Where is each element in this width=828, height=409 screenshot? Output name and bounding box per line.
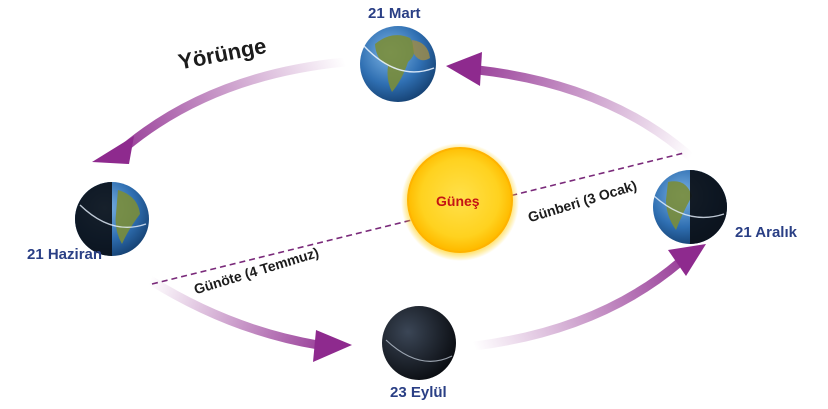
orbit-arrows — [92, 52, 706, 362]
earth-globe-icon — [75, 182, 149, 256]
orbit-arrowhead-march — [446, 52, 482, 86]
sun-label: Güneş — [436, 193, 480, 209]
earth-globe-icon — [382, 306, 456, 380]
date-label-march: 21 Mart — [368, 5, 421, 22]
date-label-september: 23 Eylül — [390, 384, 447, 401]
earth-globe-icon — [360, 26, 436, 102]
sun-icon — [401, 143, 519, 261]
earth-globe-icon — [653, 170, 727, 244]
date-label-june: 21 Haziran — [27, 246, 103, 263]
orbit-arrowhead-september — [313, 330, 352, 362]
orbit-arrowhead-december — [668, 244, 706, 276]
orbit-arc-december-to-march — [473, 65, 697, 163]
orbit-arrowhead-june — [92, 136, 134, 164]
orbit-arc-september-to-december — [470, 257, 685, 351]
orbit-arc-june-to-september — [145, 275, 323, 350]
orbit-arc-march-to-june — [117, 57, 350, 155]
date-label-december: 21 Aralık — [735, 224, 797, 241]
